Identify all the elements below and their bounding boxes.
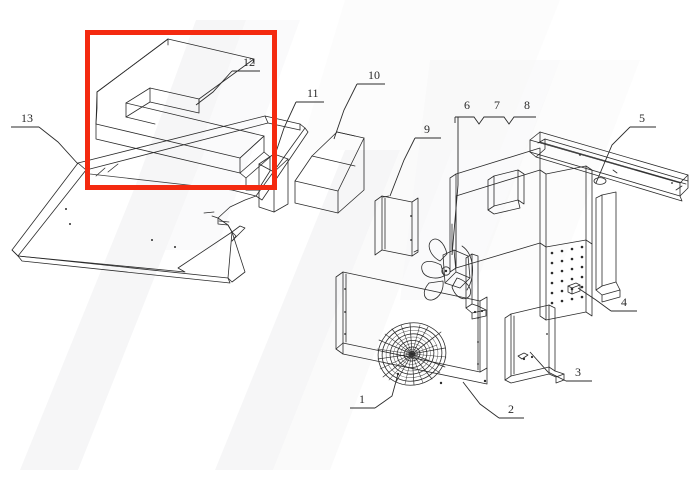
callout-label-2[interactable]: 2: [508, 402, 514, 416]
small-bracket-detail: [492, 327, 510, 345]
callout-label-10[interactable]: 10: [368, 68, 380, 82]
parts-6-7-8-condenser-housing: [449, 147, 621, 321]
bracket-678: [454, 116, 536, 125]
callout-label-3[interactable]: 3: [575, 365, 581, 379]
part-3-side-panel: [504, 304, 565, 384]
callout-label-5[interactable]: 5: [639, 111, 645, 125]
callout-leader-10: [333, 83, 358, 140]
callout-leader-9: [389, 137, 416, 197]
callout-leader-3: [529, 351, 567, 382]
callout-label-12[interactable]: 12: [243, 55, 255, 69]
callout-leader-12: [195, 70, 233, 106]
callout-label-13[interactable]: 13: [21, 111, 33, 125]
callout-label-9[interactable]: 9: [424, 122, 430, 136]
callout-label-11[interactable]: 11: [307, 86, 319, 100]
callout-label-6[interactable]: 6: [464, 98, 470, 112]
callout-leader-2: [462, 381, 500, 419]
callout-leader-1: [374, 373, 399, 409]
callout-label-1[interactable]: 1: [359, 392, 365, 406]
callout-leaders: [11, 70, 656, 419]
fan-motor-assembly: [421, 223, 487, 320]
callout-leader-11: [275, 101, 297, 153]
callout-leader-6: [451, 117, 459, 256]
part-5-top-tray: [529, 131, 689, 202]
part-10-insulation-block: [294, 131, 365, 214]
part-9-baffle-panel: [374, 195, 419, 257]
callout-leader-4: [577, 287, 612, 312]
red-selection-rectangle[interactable]: [85, 30, 277, 190]
part-2-front-panel: [335, 271, 488, 385]
part-12-insulation-frame: [95, 38, 271, 191]
part-13-base-pan: [11, 115, 309, 284]
callout-leader-5: [595, 126, 631, 184]
callout-label-7[interactable]: 7: [494, 98, 500, 112]
callout-label-8[interactable]: 8: [524, 98, 530, 112]
part-1-fan-guard: [376, 322, 447, 386]
callout-label-4[interactable]: 4: [621, 295, 627, 309]
callout-leader-13: [38, 126, 79, 165]
